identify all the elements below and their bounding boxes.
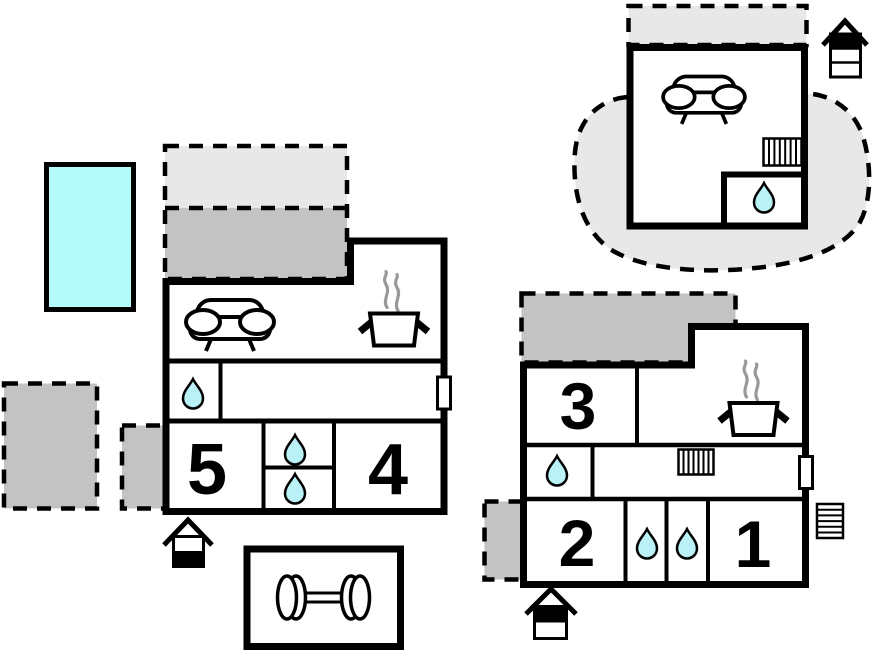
annex-terrace [626,3,809,48]
entrance-house-top-floor-icon [821,17,869,79]
annex-outline [626,44,808,230]
room-4-label: 4 [368,430,408,510]
radiator-icon [677,448,715,476]
swimming-pool [44,162,136,312]
room-3-label: 3 [560,369,597,443]
room-5-label: 5 [187,430,227,510]
door-window-marker [436,375,452,411]
side-terrace-left-building [119,423,170,511]
entrance-house-ground-floor-icon [162,516,214,568]
door-window-marker [798,455,814,490]
left-building-terrace [162,143,350,282]
right-building-outline [520,323,809,588]
right-building: 3 2 1 [520,323,814,588]
garden-terrace [1,381,100,511]
entrance-house-upper-floor-icon [524,585,578,640]
left-building: 5 4 [162,237,452,515]
stairs-icon [815,502,845,540]
interior-wall [721,171,803,226]
annex-unit [572,3,872,273]
room-1-label: 1 [735,507,772,581]
side-terrace-right-building [482,499,525,582]
radiator-icon [762,137,803,167]
terrace-lower-half [165,208,347,279]
room-2-label: 2 [559,506,596,580]
terrace-upper-half [165,146,347,208]
gym-room [243,545,404,650]
terrace-dashed-border [162,143,350,282]
dumbbell-icon [275,574,372,621]
